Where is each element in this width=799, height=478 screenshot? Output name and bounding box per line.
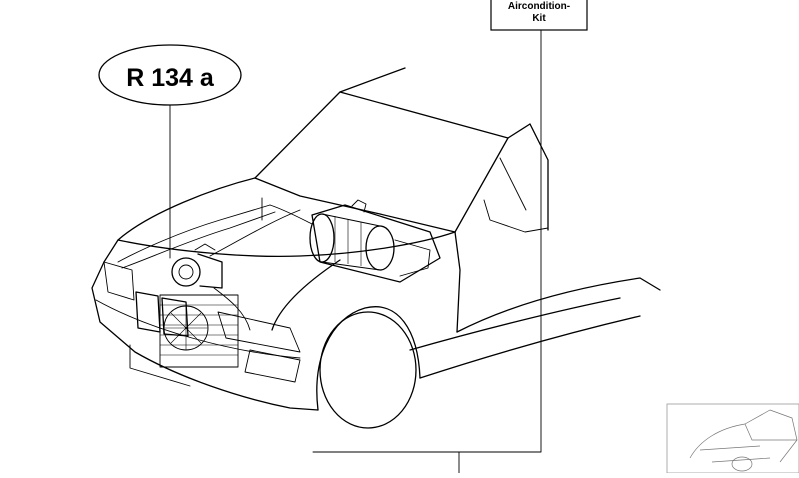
rocker-panel [419, 315, 641, 379]
number-plate [129, 344, 191, 387]
headlight-right [217, 311, 301, 353]
wheel-arch [316, 306, 421, 411]
refrigerant-label[interactable]: R 134 a [98, 44, 242, 106]
hose-6 [269, 204, 313, 225]
hose-1 [117, 204, 271, 263]
roof-rear [529, 123, 549, 231]
kit-label-line1: Aircondition- [508, 1, 570, 12]
evaporator-housing [309, 199, 441, 283]
kit-label-box [490, 0, 588, 31]
condenser [159, 294, 239, 368]
side-crease [409, 297, 621, 351]
compressor-pulley [171, 257, 201, 287]
hood-left-edge [103, 177, 256, 263]
front-bumper [91, 261, 319, 411]
blower-ribs [334, 216, 362, 266]
fan-blades [164, 306, 208, 350]
body-sill [456, 277, 661, 333]
windshield-pillar [254, 67, 406, 179]
headlight-left [103, 261, 135, 301]
kit-leader-line [312, 29, 542, 453]
compressor-fitting [194, 243, 216, 251]
hood-crease [271, 259, 341, 331]
grille-condenser [135, 291, 239, 368]
window-line [499, 157, 527, 211]
refrigerant-hoses [117, 197, 313, 331]
front-tire [319, 311, 417, 429]
hose-2 [121, 211, 276, 269]
kidney-grille-left [135, 291, 161, 333]
kidney-grille-right [161, 297, 189, 337]
a-pillar [454, 137, 509, 233]
blower-drum [321, 213, 381, 271]
thumbnail-car-side [699, 445, 771, 463]
thumbnail-car-hood [744, 423, 797, 441]
compressor-body [197, 253, 223, 289]
car-illustration [91, 67, 661, 429]
kit-label-line2: Kit [532, 13, 546, 24]
hose-3 [209, 209, 301, 257]
vehicle-thumbnail [666, 403, 799, 474]
blower-right [365, 225, 395, 271]
fender-line [454, 231, 461, 333]
thumbnail-car-body [689, 409, 798, 463]
cowl-line [254, 177, 456, 233]
fog-light [244, 349, 301, 383]
thumbnail-wheel [731, 456, 753, 472]
housing-clip [351, 199, 367, 213]
side-window [483, 199, 549, 233]
thumbnail-frame [666, 403, 799, 474]
roof-edge [339, 91, 531, 139]
kit-label[interactable]: Aircondition- Kit [490, 0, 588, 31]
ac-compressor [171, 243, 223, 289]
leader-lines [169, 29, 542, 474]
heater-box [394, 239, 431, 277]
hose-5 [213, 287, 251, 331]
refrigerant-label-text: R 134 a [126, 64, 215, 92]
hood-front-edge [117, 231, 456, 258]
bumper-strip [95, 299, 301, 359]
